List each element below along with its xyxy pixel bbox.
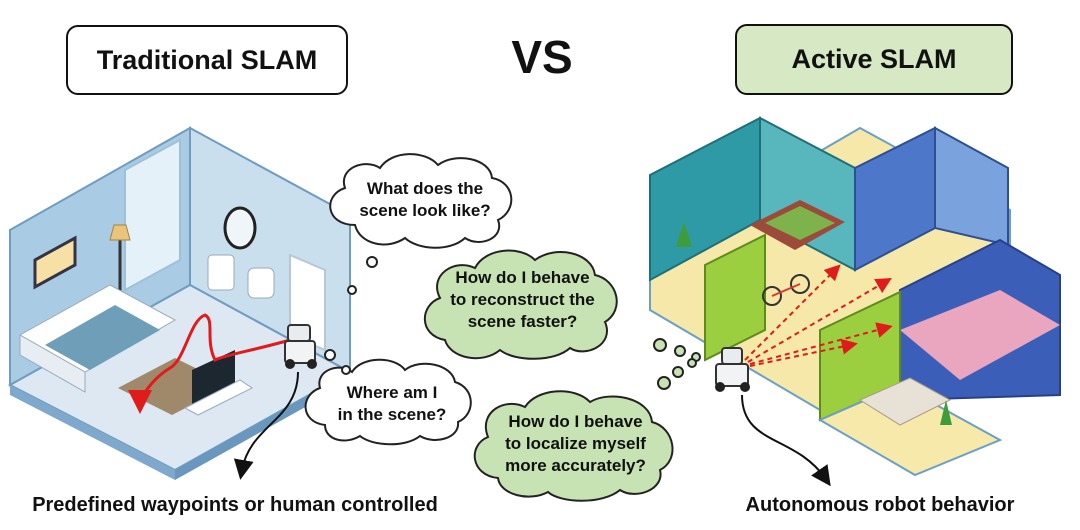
arrow-left-robot-to-caption bbox=[233, 371, 299, 480]
active-slam-title: Active SLAM bbox=[791, 44, 957, 74]
right-apartment-illustration bbox=[649, 116, 1061, 477]
bubble-scene-look bbox=[329, 153, 513, 295]
bubble-localize bbox=[473, 358, 697, 502]
right-robot-icon bbox=[715, 347, 750, 392]
arrow-right-robot-to-caption bbox=[741, 394, 831, 487]
traditional-slam-title-box: Traditional SLAM bbox=[66, 25, 348, 95]
bubble-localize-text: How do I behave to localize myself more … bbox=[505, 412, 646, 475]
left-robot-icon bbox=[284, 324, 317, 369]
left-room-illustration bbox=[7, 126, 353, 480]
traditional-caption: Predefined waypoints or human controlled bbox=[32, 494, 438, 516]
bubble-scene-look-text: What does the scene look like? bbox=[359, 179, 491, 220]
bubble-where-am-i bbox=[304, 349, 472, 446]
bubble-reconstruct bbox=[423, 249, 701, 362]
bubble-where-am-i-text: Where am I in the scene? bbox=[337, 383, 447, 424]
active-caption: Autonomous robot behavior bbox=[745, 494, 1015, 516]
traditional-slam-title: Traditional SLAM bbox=[96, 44, 318, 75]
bubble-reconstruct-text: How do I behave to reconstruct the scene… bbox=[450, 268, 595, 331]
active-slam-title-box: Active SLAM bbox=[735, 24, 1013, 95]
versus-label: VS bbox=[511, 31, 573, 83]
